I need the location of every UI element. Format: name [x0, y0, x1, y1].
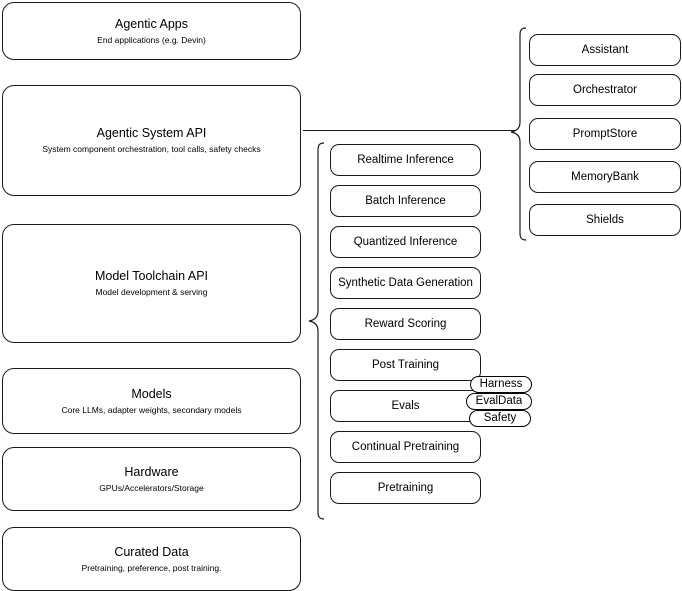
- component-shields[interactable]: Shields: [529, 204, 681, 236]
- component-promptstore[interactable]: PromptStore: [529, 118, 681, 150]
- component-label: Assistant: [581, 44, 629, 56]
- layer-curated-data[interactable]: Curated Data Pretraining, preference, po…: [2, 527, 301, 591]
- capability-label: Synthetic Data Generation: [338, 277, 473, 289]
- system-components-brace: [510, 27, 527, 241]
- layer-title: Agentic System API: [96, 126, 207, 140]
- eval-tag-label: EvalData: [475, 395, 523, 407]
- capability-batch-inference[interactable]: Batch Inference: [330, 185, 481, 217]
- layer-title: Agentic Apps: [115, 16, 188, 31]
- capability-label: Continual Pretraining: [351, 441, 460, 453]
- layer-title: Curated Data: [114, 544, 189, 559]
- layer-agentic-system-api[interactable]: Agentic System API System component orch…: [2, 85, 301, 196]
- layer-subtitle: GPUs/Accelerators/Storage: [99, 482, 204, 493]
- connector-line-system-api: [303, 130, 515, 131]
- component-label: Orchestrator: [573, 84, 637, 96]
- component-memorybank[interactable]: MemoryBank: [529, 161, 681, 193]
- capability-evals[interactable]: Evals: [330, 390, 481, 422]
- capability-label: Pretraining: [377, 482, 434, 494]
- layer-title: Hardware: [124, 464, 179, 479]
- capability-quantized-inference[interactable]: Quantized Inference: [330, 226, 481, 258]
- layer-model-toolchain-api[interactable]: Model Toolchain API Model development & …: [2, 224, 301, 343]
- capability-label: Realtime Inference: [357, 154, 454, 166]
- layer-subtitle: End applications (e.g. Devin): [97, 34, 206, 45]
- capability-continual-pretraining[interactable]: Continual Pretraining: [330, 431, 481, 463]
- eval-tag-label: Safety: [483, 412, 517, 424]
- eval-tag-harness[interactable]: Harness: [470, 376, 532, 393]
- capability-label: Quantized Inference: [353, 236, 458, 248]
- eval-tag-label: Harness: [479, 378, 523, 390]
- capability-synthetic-data-generation[interactable]: Synthetic Data Generation: [330, 267, 481, 299]
- layer-title: Model Toolchain API: [94, 269, 209, 283]
- toolchain-brace: [308, 142, 325, 520]
- layer-subtitle: Model development & serving: [95, 287, 208, 297]
- component-label: Shields: [586, 214, 624, 226]
- component-orchestrator[interactable]: Orchestrator: [529, 74, 681, 106]
- layer-subtitle: System component orchestration, tool cal…: [42, 144, 261, 154]
- layer-agentic-apps[interactable]: Agentic Apps End applications (e.g. Devi…: [2, 2, 301, 60]
- component-label: MemoryBank: [571, 171, 639, 183]
- capability-reward-scoring[interactable]: Reward Scoring: [330, 308, 481, 340]
- capability-pretraining[interactable]: Pretraining: [330, 472, 481, 504]
- capability-label: Evals: [391, 400, 420, 412]
- capability-post-training[interactable]: Post Training: [330, 349, 481, 381]
- capability-label: Batch Inference: [365, 195, 446, 207]
- eval-tag-evaldata[interactable]: EvalData: [466, 393, 532, 410]
- layer-hardware[interactable]: Hardware GPUs/Accelerators/Storage: [2, 447, 301, 511]
- capability-label: Reward Scoring: [364, 318, 447, 330]
- layer-models[interactable]: Models Core LLMs, adapter weights, secon…: [2, 368, 301, 434]
- layer-subtitle: Pretraining, preference, post training.: [81, 562, 222, 573]
- capability-realtime-inference[interactable]: Realtime Inference: [330, 144, 481, 176]
- eval-tag-safety[interactable]: Safety: [469, 410, 531, 427]
- component-label: PromptStore: [572, 128, 638, 140]
- capability-label: Post Training: [371, 359, 440, 371]
- layer-title: Models: [131, 386, 172, 401]
- layer-subtitle: Core LLMs, adapter weights, secondary mo…: [61, 404, 242, 415]
- component-assistant[interactable]: Assistant: [529, 34, 681, 66]
